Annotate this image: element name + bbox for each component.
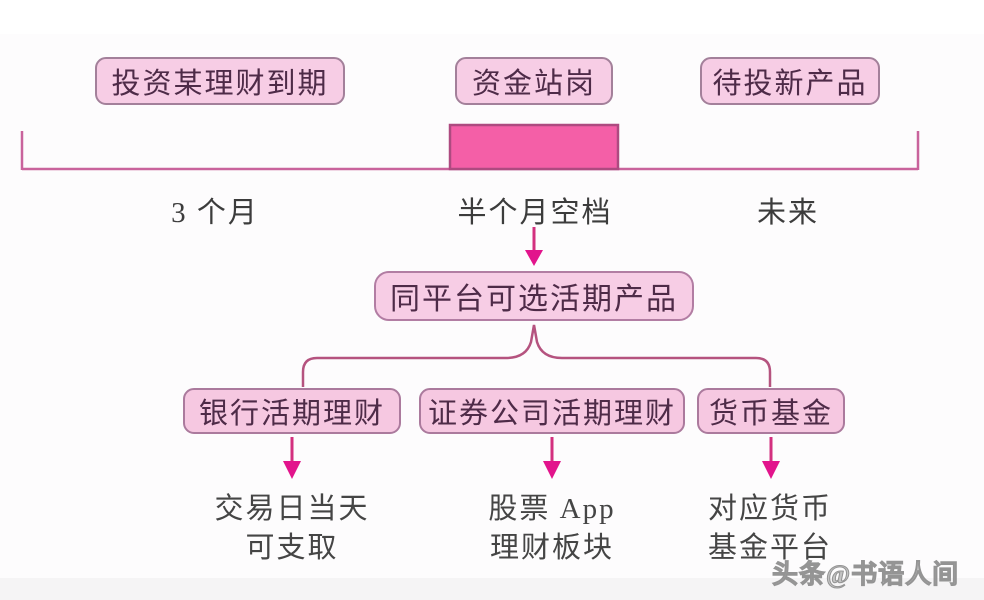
option-box-broker-demand-product: 证券公司活期理财 [419,388,685,434]
down-arrow-bank-head-icon [283,461,301,479]
stage-box-funds-idle-label: 资金站岗 [471,68,596,100]
period-label-future: 未来 [756,197,819,229]
stage-box-awaiting-new-product-label: 待投新产品 [712,68,868,100]
stage-box-investment-matured: 投资某理财到期 [95,57,345,105]
period-label-half-month-gap: 半个月空档 [457,197,613,229]
note-fund-platform: 对应货币 基金平台 [670,490,870,568]
note-broker-line-1: 股票 App [488,493,616,525]
note-bank-line-2: 可支取 [245,532,339,564]
option-box-fund-label: 货币基金 [708,398,833,430]
down-arrow-fund-head-icon [762,461,780,479]
note-bank-line-1: 交易日当天 [214,493,370,525]
stage-box-awaiting-new-product: 待投新产品 [700,57,880,105]
bottom-margin-band [0,578,984,600]
stage-box-investment-matured-label: 投资某理财到期 [111,68,329,100]
note-bank-withdrawal: 交易日当天 可支取 [192,490,392,568]
gap-highlight-rect [448,123,620,171]
stage-box-funds-idle: 资金站岗 [455,57,613,105]
branch-brace [301,324,772,387]
platform-products-box: 同平台可选活期产品 [374,271,694,321]
note-broker-line-2: 理财板块 [489,532,614,564]
option-box-broker-label: 证券公司活期理财 [427,398,676,430]
period-label-3-months: 3 个月 [171,197,259,229]
platform-products-box-label: 同平台可选活期产品 [390,283,678,316]
note-fund-line-1: 对应货币 [707,493,832,525]
top-margin-band [0,0,984,34]
option-box-money-market-fund: 货币基金 [697,388,845,434]
down-arrow-broker-head-icon [543,461,561,479]
toutiao-watermark: 头条@书语人间 [772,560,960,590]
down-arrow-to-platform-head-icon [525,250,543,266]
note-broker-app-section: 股票 App 理财板块 [452,490,652,568]
option-box-bank-demand-product: 银行活期理财 [183,388,401,434]
option-box-bank-label: 银行活期理财 [198,398,385,430]
note-fund-line-2: 基金平台 [707,532,832,564]
